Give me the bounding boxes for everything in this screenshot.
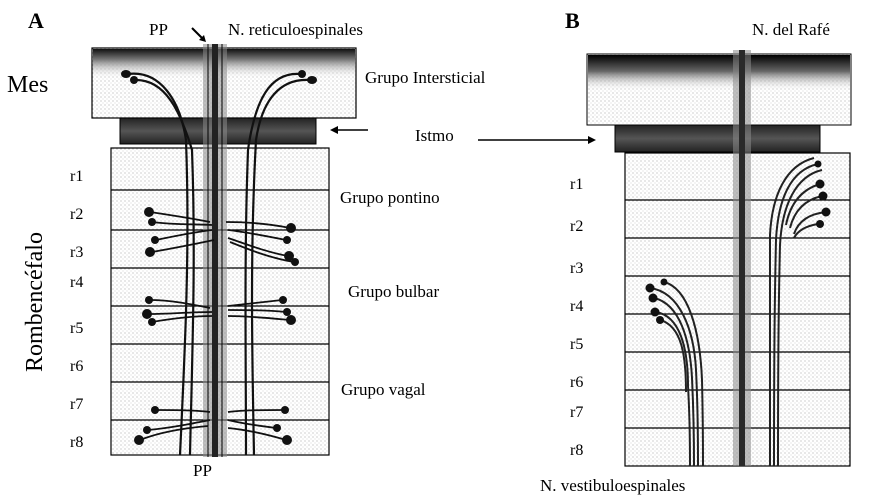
istmo-band-b xyxy=(615,125,820,152)
rhombomere-label-a: r3 xyxy=(70,244,83,262)
rombencefalo-label: Rombencéfalo xyxy=(22,232,49,372)
reticulo-label: N. reticuloespinales xyxy=(228,20,363,40)
rhombomere-label-b: r1 xyxy=(570,176,583,194)
panel-b-letter: B xyxy=(565,8,580,34)
rhombomere-label-b: r7 xyxy=(570,404,583,422)
istmo-label: Istmo xyxy=(415,126,454,146)
panel-b-schema xyxy=(587,50,851,466)
rhombomere-label-a: r2 xyxy=(70,206,83,224)
rhombomere-label-b: r3 xyxy=(570,260,583,278)
grupo-bulbar-label: Grupo bulbar xyxy=(348,282,439,302)
rafe-label: N. del Rafé xyxy=(752,20,830,40)
rhombomere-label-a: r8 xyxy=(70,434,83,452)
pp-top-label: PP xyxy=(149,20,168,40)
grupo-intersticial-label: Grupo Intersticial xyxy=(365,68,485,88)
rhombomere-label-b: r2 xyxy=(570,218,583,236)
pp-bottom-label: PP xyxy=(193,461,212,481)
rhombomere-label-a: r5 xyxy=(70,320,83,338)
rhombomere-label-a: r4 xyxy=(70,274,83,292)
panel-a-letter: A xyxy=(28,8,44,34)
grupo-pontino-label: Grupo pontino xyxy=(340,188,440,208)
rhombomere-label-b: r5 xyxy=(570,336,583,354)
rhombomere-label-b: r6 xyxy=(570,374,583,392)
rhombomere-label-a: r6 xyxy=(70,358,83,376)
rhombomere-label-a: r7 xyxy=(70,396,83,414)
rhombomere-label-b: r4 xyxy=(570,298,583,316)
midline-core-a xyxy=(212,44,218,457)
rhombomere-label-b: r8 xyxy=(570,442,583,460)
grupo-vagal-label: Grupo vagal xyxy=(341,380,426,400)
vestibulo-label: N. vestibuloespinales xyxy=(540,476,685,496)
mes-label: Mes xyxy=(7,72,48,99)
rhombomere-label-a: r1 xyxy=(70,168,83,186)
